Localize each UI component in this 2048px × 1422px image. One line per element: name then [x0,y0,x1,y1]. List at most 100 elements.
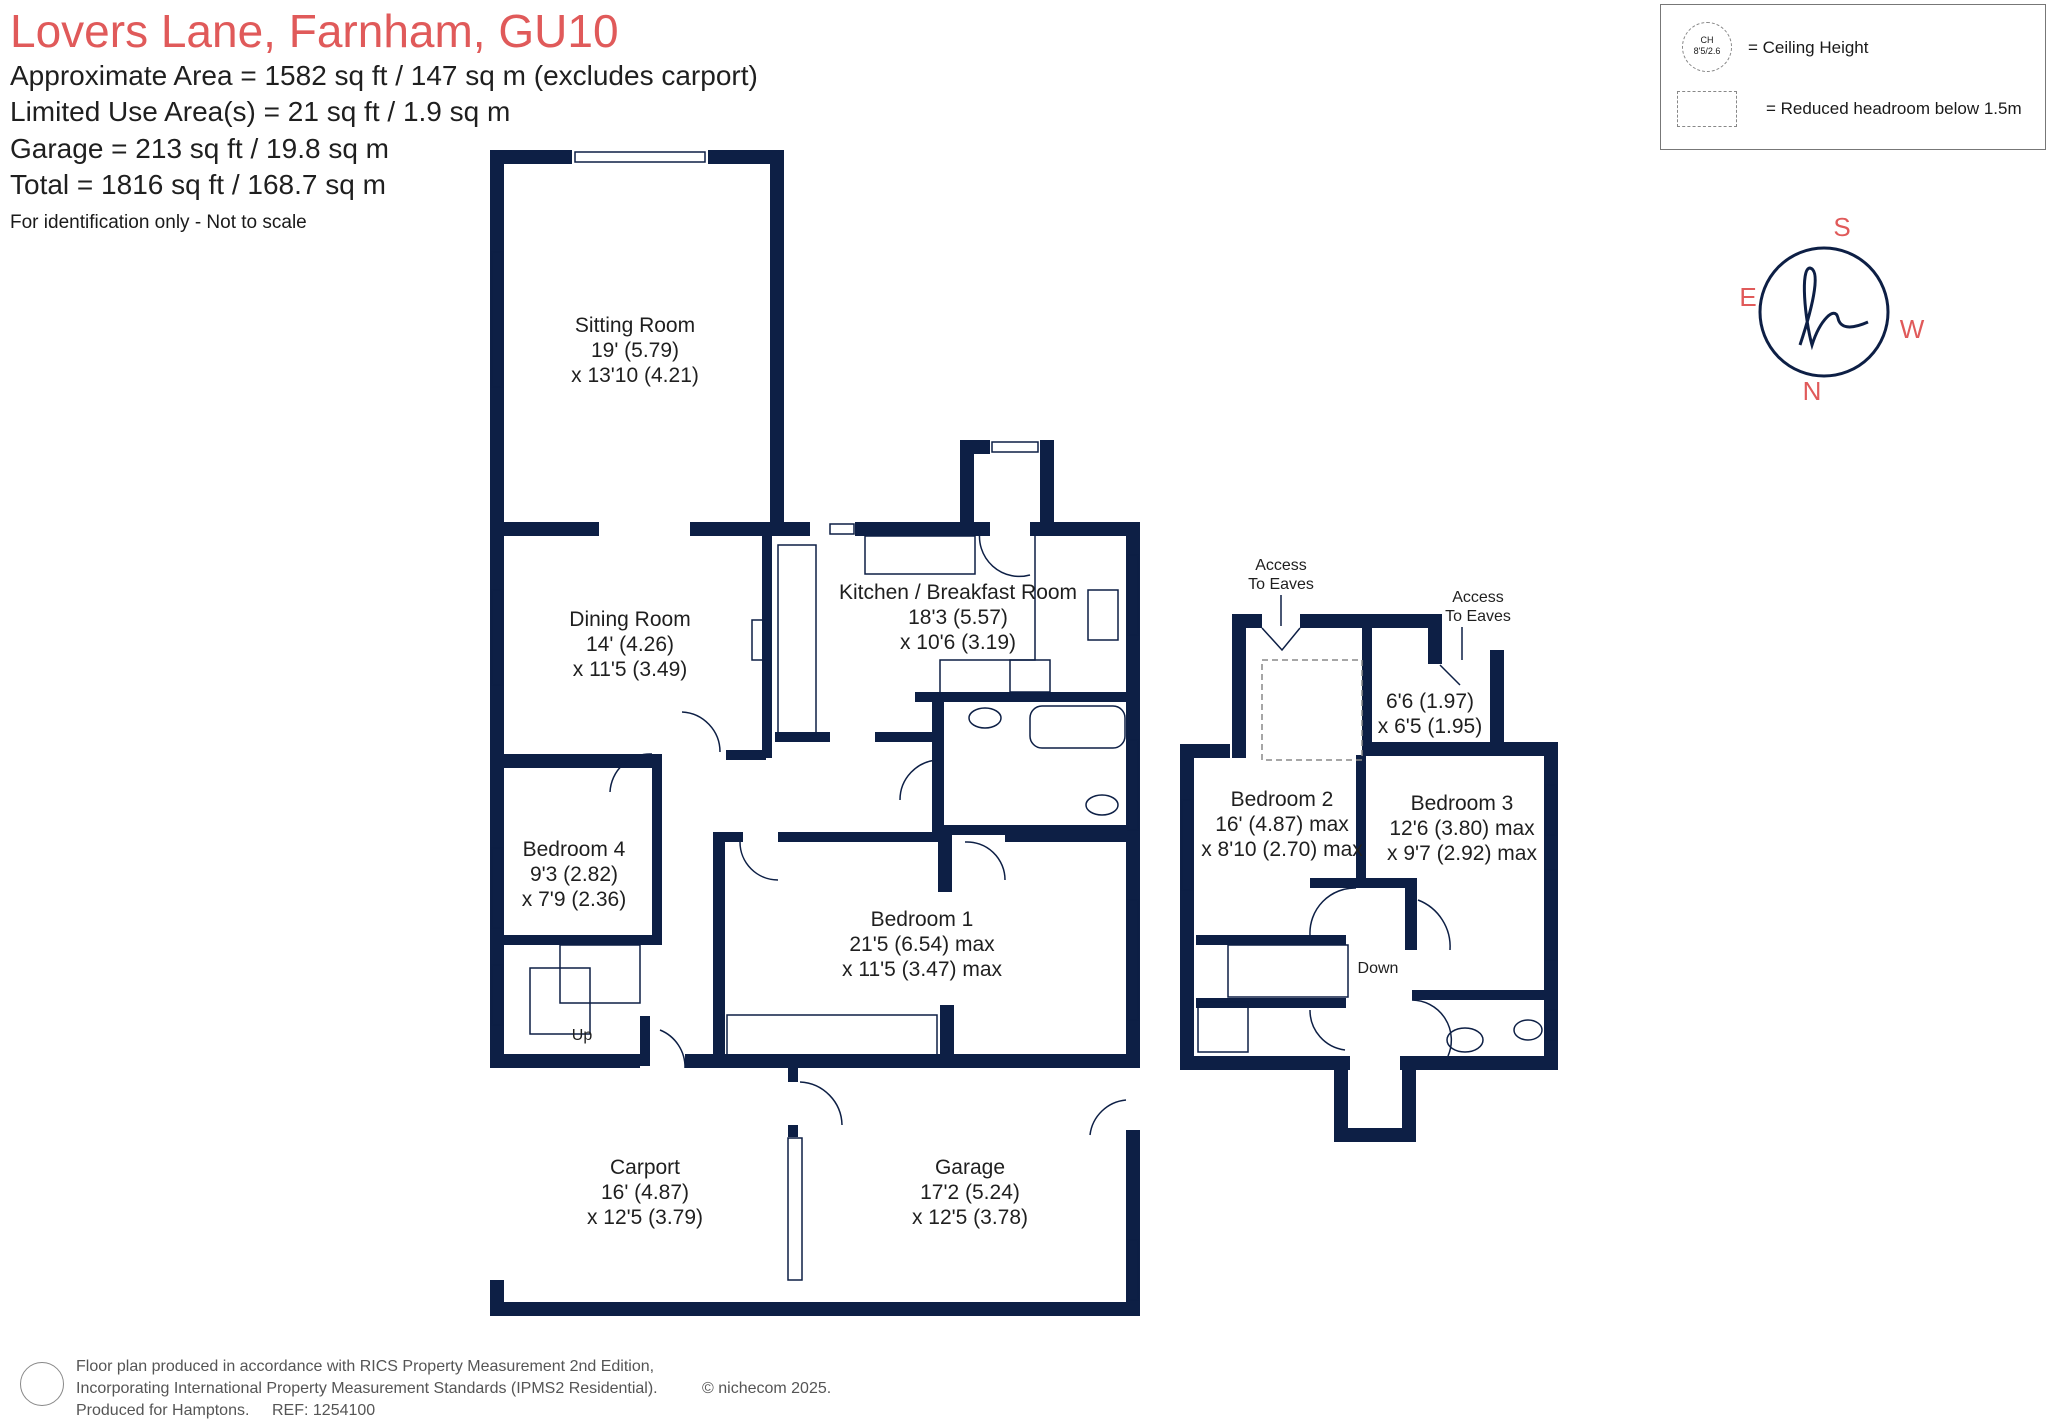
window [491,964,503,1026]
reduced-headroom-area [1261,659,1363,761]
wall [770,522,810,536]
stairs-up-label: Up [572,1027,593,1044]
wall [1040,440,1054,520]
bedroom-3-dim2: x 9'7 (2.92) max [1387,842,1537,865]
wall [504,522,599,536]
wall [713,832,725,1064]
wall [652,754,662,940]
wall [1356,755,1366,887]
total-area: Total = 1816 sq ft / 168.7 sq m [10,169,386,200]
person-icon [20,1362,64,1406]
wall [490,150,572,164]
room-labels: Sitting Room 19' (5.79) x 13'10 (4.21) D… [522,314,1538,1229]
garage-area: Garage = 213 sq ft / 19.8 sq m [10,133,389,164]
footer-line-1: Floor plan produced in accordance with R… [76,1358,655,1375]
window [1545,1009,1557,1041]
window [1127,1239,1139,1301]
wall [770,150,784,530]
wall [1490,650,1504,750]
kitchen-dim1: 18'3 (5.57) [908,606,1008,629]
door-arc [1417,899,1451,951]
ch-value: 8'5/2.6 [1693,46,1721,56]
door-arc [1411,999,1453,1057]
legend-box [1660,4,2046,150]
wall [490,150,504,530]
door-arc [1089,1099,1127,1136]
footer-line-3: Produced for Hamptons. [76,1402,250,1419]
wall [1126,522,1140,1062]
wall [1180,744,1194,1070]
wall [1310,878,1410,888]
wall [1362,742,1558,756]
carport-dim2: x 12'5 (3.79) [587,1206,703,1229]
wall [690,522,770,536]
kitchen-counter [864,535,976,575]
first-floor-walls [1180,614,1558,1142]
ceiling-height-label: = Ceiling Height [1748,38,1869,57]
wall [1232,614,1262,628]
wall [1402,1056,1416,1142]
wall [708,150,784,164]
approx-area: Approximate Area = 1582 sq ft / 147 sq m… [10,60,758,91]
wall [775,732,830,742]
footer-copyright: © nichecom 2025. [702,1380,832,1397]
ch-label: CH [1700,35,1714,45]
ground-floor-walls [490,150,1140,1316]
bedroom-1-dim1: 21'5 (6.54) max [849,933,995,956]
wall [1232,614,1246,758]
eaves-door [1439,664,1461,686]
bedroom-2-name: Bedroom 2 [1231,788,1334,811]
shower-icon [1197,1001,1249,1053]
window [491,251,503,388]
footer-line-2: Incorporating International Property Mea… [76,1380,658,1397]
wall [490,1302,1140,1316]
wall [490,1054,640,1068]
footer-ref: REF: 1254100 [272,1402,376,1419]
window [1545,869,1557,961]
dining-room-dim1: 14' (4.26) [586,633,674,656]
wall [788,1125,798,1137]
stairs-down-label: Down [1358,960,1399,977]
carport-post [787,1137,803,1281]
window [491,589,503,686]
wardrobe [726,1014,938,1056]
wall [1405,878,1417,950]
bedroom-4-dim1: 9'3 (2.82) [530,863,618,886]
fixtures [491,151,1557,1301]
wall [1180,1056,1350,1070]
wall [875,732,940,742]
dining-room-name: Dining Room [569,608,690,631]
bedroom-4-dim2: x 7'9 (2.36) [522,888,626,911]
door-arc [681,711,721,753]
identification-note: For identification only - Not to scale [10,212,307,233]
door-arc [739,841,779,881]
bedroom-2-dim1: 16' (4.87) max [1215,813,1349,836]
cupboard [777,544,817,736]
bedroom-4-name: Bedroom 4 [523,838,626,861]
bedroom-3-dim1: 12'6 (3.80) max [1389,817,1535,840]
wall [960,440,990,454]
wall [762,530,772,758]
limited-use-area: Limited Use Area(s) = 21 sq ft / 1.9 sq … [10,96,511,127]
ceiling-height-icon: CH 8'5/2.6 [1682,22,1732,72]
door-arc [659,1029,686,1069]
wall [490,530,504,1068]
toilet-icon [1085,794,1119,816]
eaves-access-1-line1: Access [1255,557,1307,574]
wall [938,832,952,892]
reduced-headroom-icon [1677,91,1737,127]
garage-name: Garage [935,1156,1005,1179]
compass-ring [1758,246,1890,378]
toilet-icon [1513,1019,1543,1041]
wall [940,1005,954,1063]
compass-w: W [1900,314,1925,344]
wall [490,754,660,768]
wall [1412,990,1552,1000]
basin-icon [968,707,1002,729]
compass-e: E [1739,282,1756,312]
wall [915,692,1130,702]
wall [1030,522,1140,536]
wall [1400,1056,1558,1070]
wall [685,1054,1140,1068]
wall [713,832,743,842]
